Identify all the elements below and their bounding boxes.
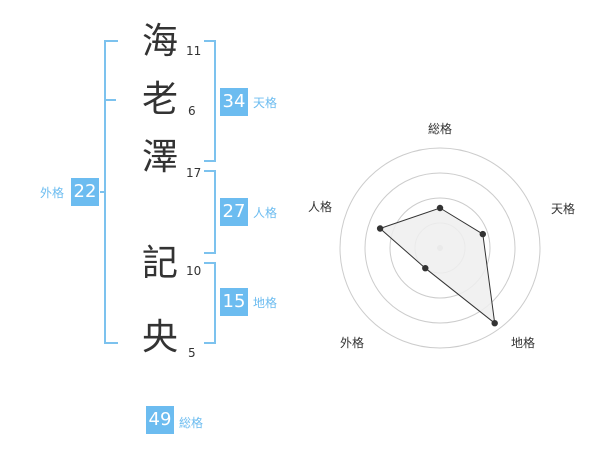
name-char-5: 央	[141, 317, 178, 358]
name-char-2: 老	[141, 79, 178, 120]
radar-point-1	[436, 204, 444, 212]
radar-label-soukaku: 総格	[428, 122, 453, 136]
gaikaku-bracket-connector	[100, 191, 105, 193]
radar-label-gaikaku: 外格	[340, 336, 365, 350]
stroke-count-3: 17	[186, 166, 202, 180]
name-char-3: 澤	[141, 137, 178, 178]
radar-point-4	[422, 265, 429, 272]
radar-grid-ring	[364, 172, 516, 324]
gaikaku-label: 外格	[40, 186, 65, 200]
radar-grid-ring	[389, 197, 491, 299]
chikaku-bracket	[204, 262, 216, 344]
jinkaku-bracket	[204, 170, 216, 254]
radar-point-3	[491, 320, 498, 327]
jinkaku-label: 人格	[253, 206, 278, 220]
stroke-count-1: 11	[186, 44, 202, 58]
tenkaku-bracket	[204, 40, 216, 162]
tenkaku-label: 天格	[253, 96, 278, 110]
radar-point-2	[479, 230, 486, 238]
gaikaku-bracket-tick	[104, 99, 116, 101]
tenkaku-score: 34	[220, 88, 248, 116]
radar-polygon	[379, 207, 496, 325]
soukaku-label: 総格	[179, 416, 204, 430]
gaikaku-bracket	[104, 40, 118, 344]
chikaku-label: 地格	[253, 296, 278, 310]
radar-label-tenkaku: 天格	[551, 202, 576, 216]
jinkaku-score: 27	[220, 198, 248, 226]
name-char-4: 記	[141, 243, 178, 284]
radar-grid-ring	[339, 147, 541, 349]
gaikaku-score: 22	[71, 178, 99, 206]
stroke-count-5: 5	[188, 346, 196, 360]
radar-label-jinkaku: 人格	[308, 200, 333, 214]
soukaku-score: 49	[146, 406, 174, 434]
chikaku-score: 15	[220, 288, 248, 316]
stroke-count-2: 6	[188, 104, 196, 118]
name-char-1: 海	[141, 21, 178, 62]
radar-point-5	[376, 225, 384, 232]
radar-chart	[339, 147, 541, 349]
radar-label-chikaku: 地格	[511, 336, 536, 350]
stroke-count-4: 10	[186, 264, 202, 278]
